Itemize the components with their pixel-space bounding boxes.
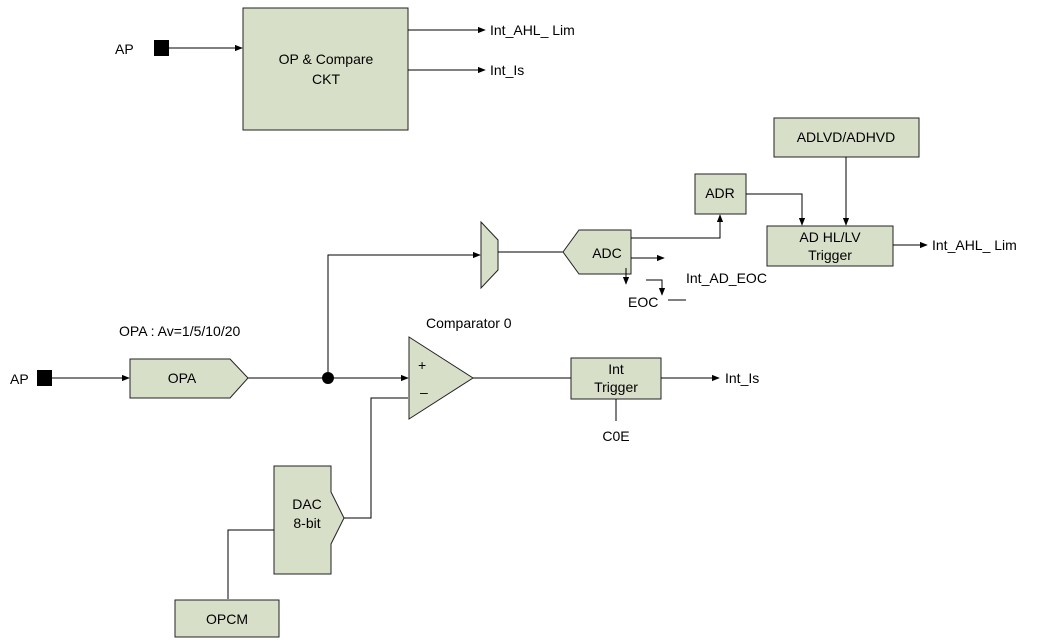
bottom-ap-label: AP xyxy=(10,371,29,387)
opcm-to-dac-wire xyxy=(227,529,274,599)
dac-body xyxy=(273,465,345,575)
adc-to-adr-wire xyxy=(631,214,724,239)
comparator-0 xyxy=(408,336,474,420)
opa-label: OPA xyxy=(168,370,197,386)
c0e-label: C0E xyxy=(602,428,629,444)
opcm-label: OPCM xyxy=(206,611,248,627)
junction-to-mux-wire xyxy=(327,251,481,378)
bottom-ap-pin xyxy=(37,370,52,386)
dac-label-1: DAC xyxy=(292,496,322,512)
int-is-label: Int_Is xyxy=(725,370,759,386)
opa-block xyxy=(129,358,249,399)
top-out1-label: Int_AHL_ Lim xyxy=(490,22,575,38)
top-out2-label: Int_Is xyxy=(490,62,524,78)
dac-label-2: 8-bit xyxy=(293,515,320,531)
ad-trigger-out-label: Int_AHL_ Lim xyxy=(932,237,1017,253)
int-ad-eoc-label: Int_AD_EOC xyxy=(686,270,767,286)
op-compare-ckt-block xyxy=(242,7,409,131)
adr-block xyxy=(694,173,747,215)
int-trigger-label-1: Int xyxy=(608,361,624,377)
adlvd-adhvd-block xyxy=(773,117,920,158)
op-compare-label-1: OP & Compare xyxy=(279,51,374,67)
adc-block xyxy=(562,229,632,275)
dac-to-comparator-wire xyxy=(344,397,408,519)
op-compare-label-2: CKT xyxy=(312,71,340,87)
ad-hl-lv-trigger-block xyxy=(766,225,894,267)
comparator-minus: – xyxy=(420,384,428,400)
top-ap-label: AP xyxy=(115,41,134,57)
comparator-caption: Comparator 0 xyxy=(426,315,512,331)
adc-label: ADC xyxy=(592,245,622,261)
adr-label: ADR xyxy=(705,185,735,201)
adlvd-adhvd-label: ADLVD/ADHVD xyxy=(797,129,896,145)
adr-to-trigger-wire xyxy=(746,193,806,226)
opa-caption: OPA : Av=1/5/10/20 xyxy=(119,323,241,339)
int-trigger-label-2: Trigger xyxy=(594,379,638,395)
eoc-label: EOC xyxy=(628,294,658,310)
top-ap-pin xyxy=(154,40,169,56)
comparator-plus: + xyxy=(418,357,426,373)
ad-trigger-label-1: AD HL/LV xyxy=(799,229,861,245)
eoc-switch-wire xyxy=(646,279,666,296)
mux-shape xyxy=(480,220,499,290)
opcm-block xyxy=(174,599,280,638)
ad-trigger-label-2: Trigger xyxy=(808,247,852,263)
